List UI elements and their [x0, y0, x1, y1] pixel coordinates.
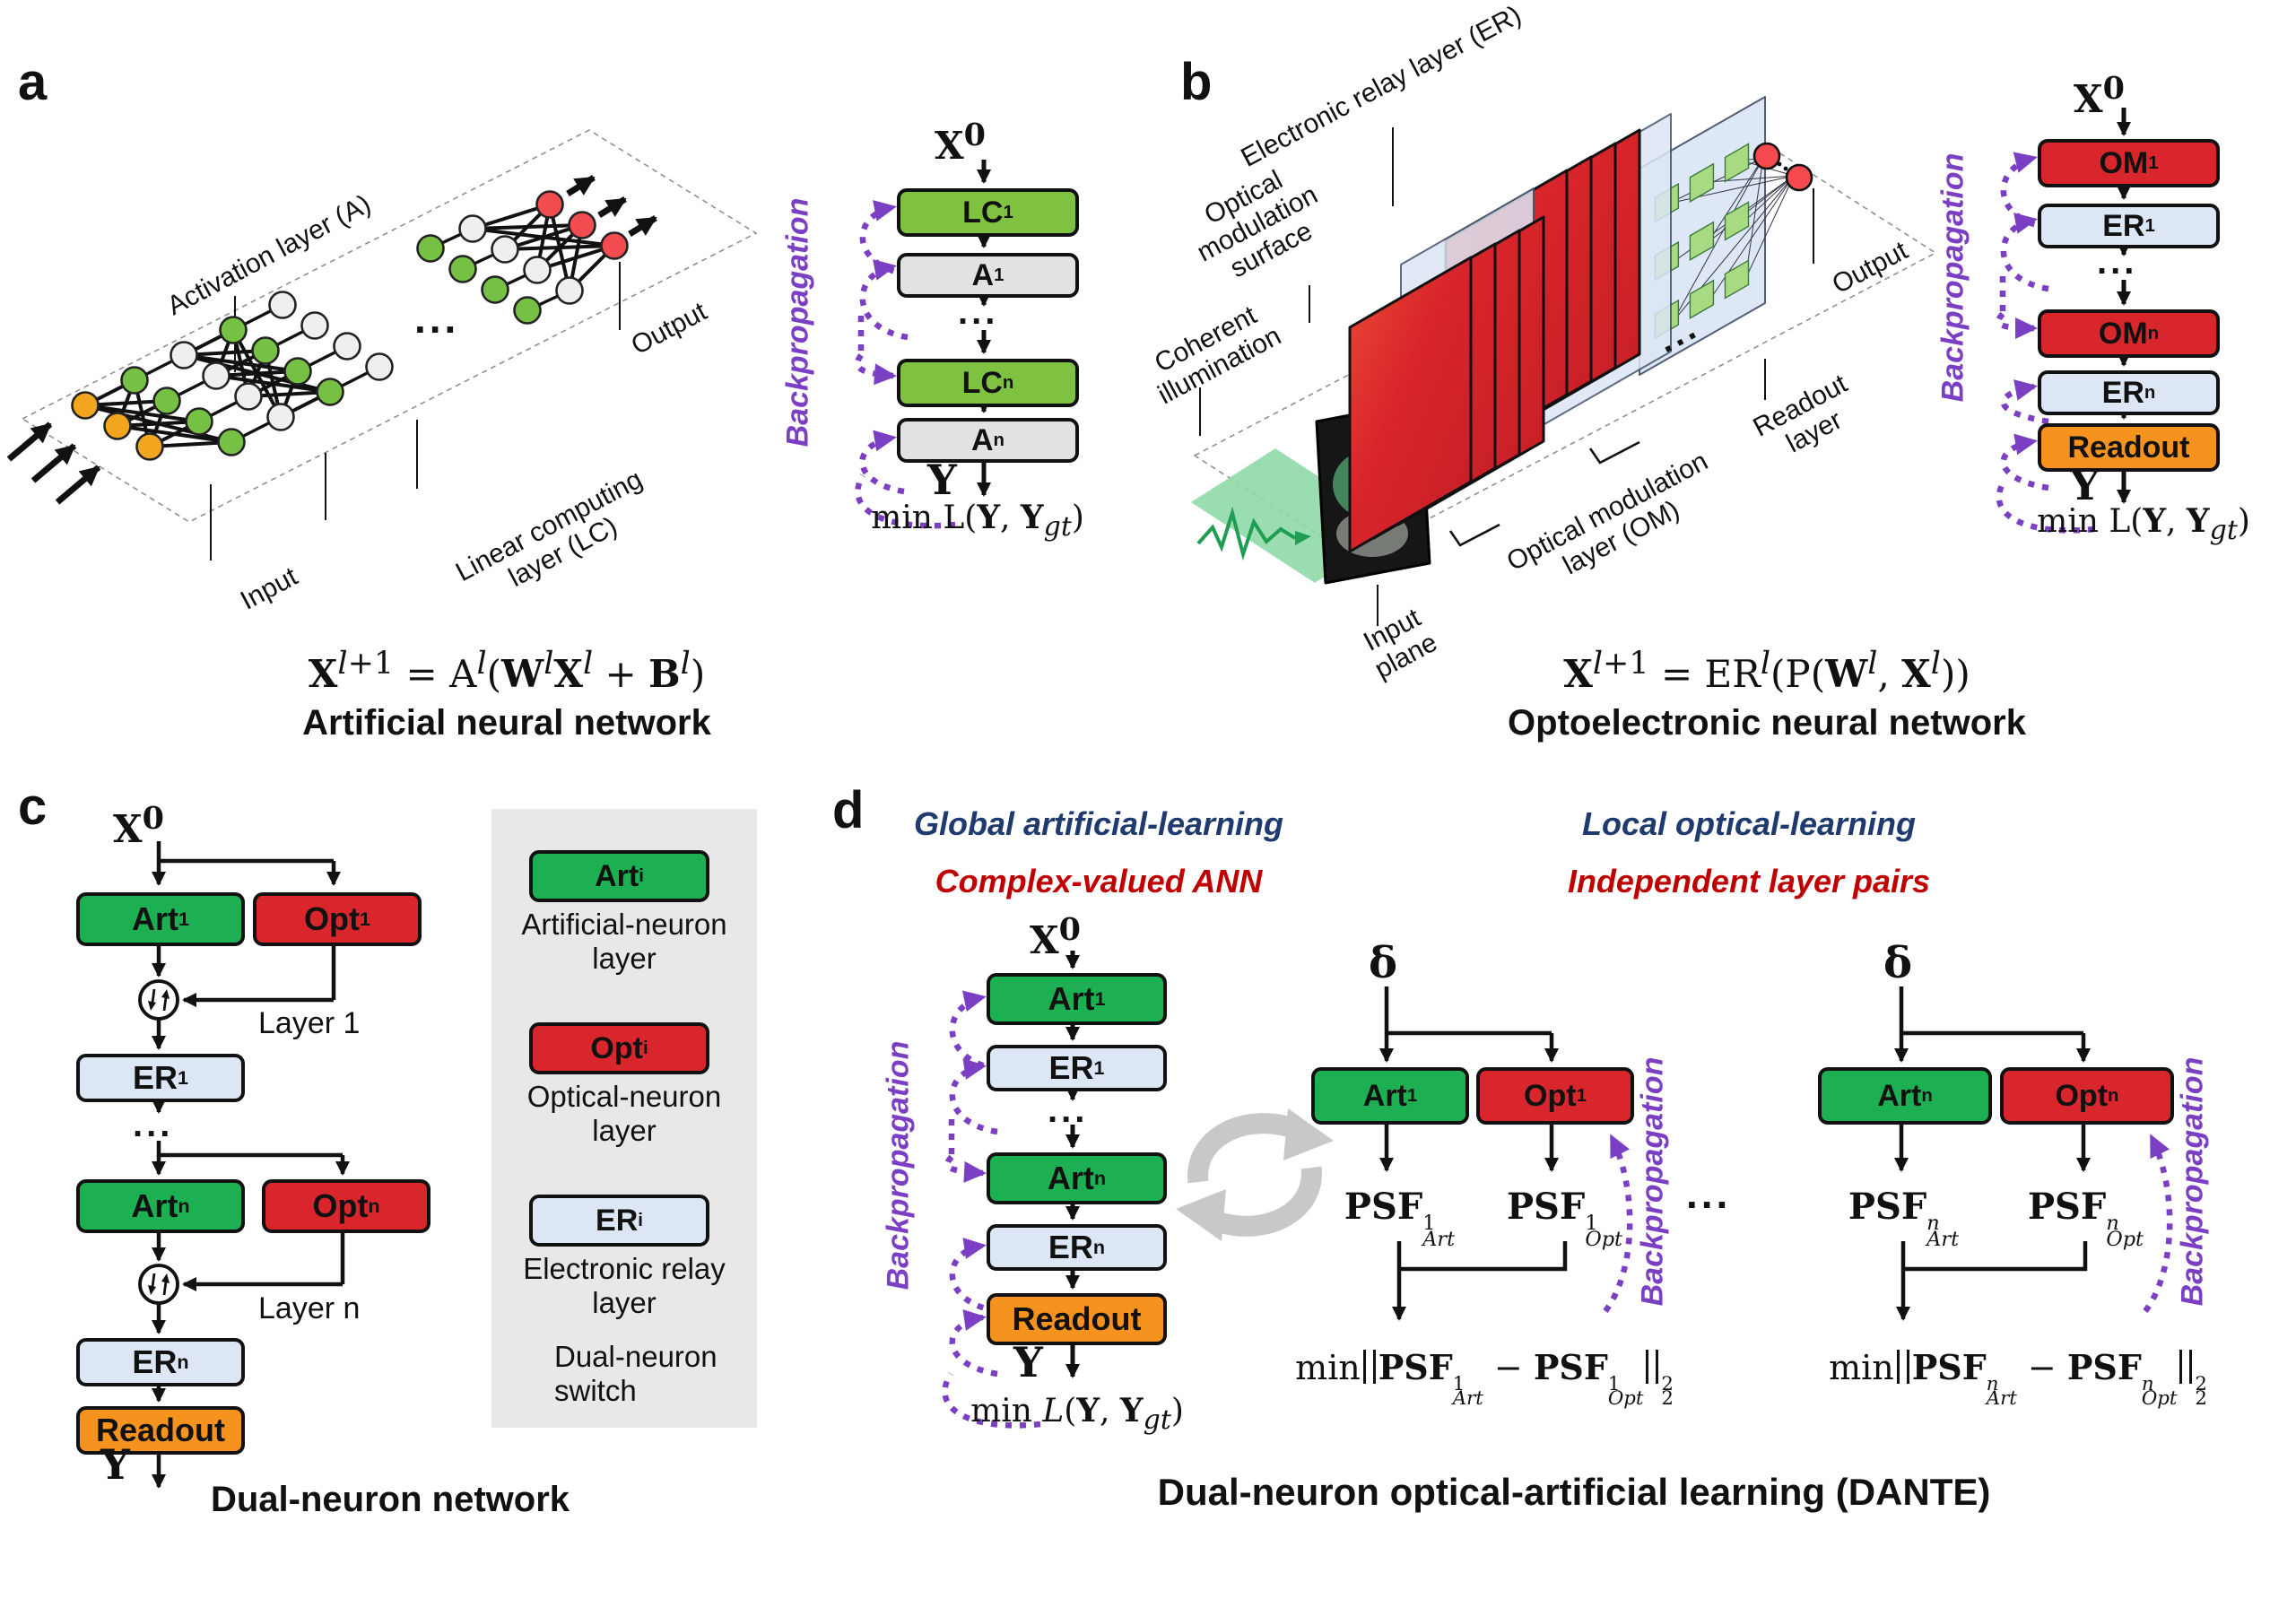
ann-title: Artificial neural network	[302, 703, 711, 743]
dante-title: Dual-neuron optical-artificial learning …	[1157, 1471, 1991, 1513]
dual-network-title: Dual-neuron network	[210, 1480, 570, 1519]
onn-x0: X0	[2074, 70, 2125, 121]
onn-3d-scene	[1191, 96, 1937, 626]
dual-y: Y	[100, 1440, 130, 1489]
onn-loss: min L(Y, Ygt)	[2037, 502, 2250, 547]
dante-left-backprop-arcs	[942, 990, 1041, 1429]
dante-box-readout: Readout	[987, 1293, 1167, 1345]
beam-waveform	[1196, 506, 1297, 561]
panel-d-tag: d	[832, 781, 865, 839]
dante-y: Y	[1013, 1338, 1043, 1386]
ann-formula: Xl+1 = Al(WlXl + Bl)	[308, 646, 706, 696]
complex-ann-header: Complex-valued ANN	[935, 863, 1263, 899]
ann-flow-dots: ...	[958, 292, 999, 332]
onn-backprop-label: Backpropagation	[1935, 152, 1970, 403]
onn-backprop-arcs	[1996, 152, 2095, 534]
dante-flow-dots: ...	[1048, 1091, 1089, 1130]
dante-x0: X0	[1030, 911, 1081, 962]
onn-flow-dots: ...	[2097, 242, 2138, 282]
block2-backprop-label: Backpropagation	[2175, 1056, 2210, 1307]
dual-network-lines	[152, 841, 350, 1489]
layer-n-label: Layer n	[258, 1291, 361, 1325]
ann-x0: X0	[935, 117, 986, 168]
dual-x0: X0	[113, 800, 164, 851]
dante-block2-lines	[1894, 986, 2091, 1321]
output-arrows	[566, 175, 657, 237]
dual-box-readout: Readout	[76, 1406, 245, 1455]
ann-backprop-arcs	[854, 200, 956, 529]
modulation-and-relay-sheets	[1348, 96, 1813, 553]
onn-box-readout: Readout	[2038, 423, 2220, 472]
dante-loss: min L(Y, Ygt)	[970, 1392, 1184, 1437]
dante-blocks-dots: ...	[1686, 1170, 1732, 1217]
onn-formula: Xl+1 = ERl(P(Wl, Xl))	[1563, 646, 1970, 696]
exchange-arrows-icon	[1176, 1108, 1334, 1241]
local-learning-header: Local optical-learning	[1581, 805, 1917, 842]
ann-loss: min L(Y, Ygt)	[871, 499, 1084, 543]
dual-flow-dots: ...	[133, 1105, 174, 1144]
block1-backprop-arc	[1603, 1134, 1633, 1313]
dante-block1-lines	[1379, 986, 1568, 1321]
ann-y: Y	[927, 456, 957, 504]
independent-pairs-header: Independent layer pairs	[1567, 863, 1931, 899]
panel-c-tag: c	[18, 778, 48, 836]
block2-backprop-arc	[2143, 1134, 2173, 1313]
block2-delta: δ	[1883, 938, 1913, 988]
ann-network-nodes	[71, 190, 629, 461]
block1-backprop-label: Backpropagation	[1635, 1056, 1670, 1307]
input-arrows	[6, 421, 101, 505]
ann-backprop-label: Backpropagation	[780, 197, 815, 448]
legend-panel	[491, 809, 757, 1428]
ann-3d-dots: ...	[414, 295, 460, 342]
ann-plane-outline	[21, 129, 758, 523]
onn-title: Optoelectronic neural network	[1508, 703, 2026, 743]
onn-y: Y	[2070, 461, 2100, 509]
panel-b-tag: b	[1180, 53, 1213, 111]
global-learning-header: Global artificial-learning	[913, 805, 1284, 842]
dante-backprop-label: Backpropagation	[881, 1040, 916, 1290]
panel-a-tag: a	[18, 53, 48, 111]
ann-3d-scene	[6, 129, 758, 561]
block1-delta: δ	[1369, 938, 1398, 988]
layer-1-label: Layer 1	[258, 1006, 361, 1040]
